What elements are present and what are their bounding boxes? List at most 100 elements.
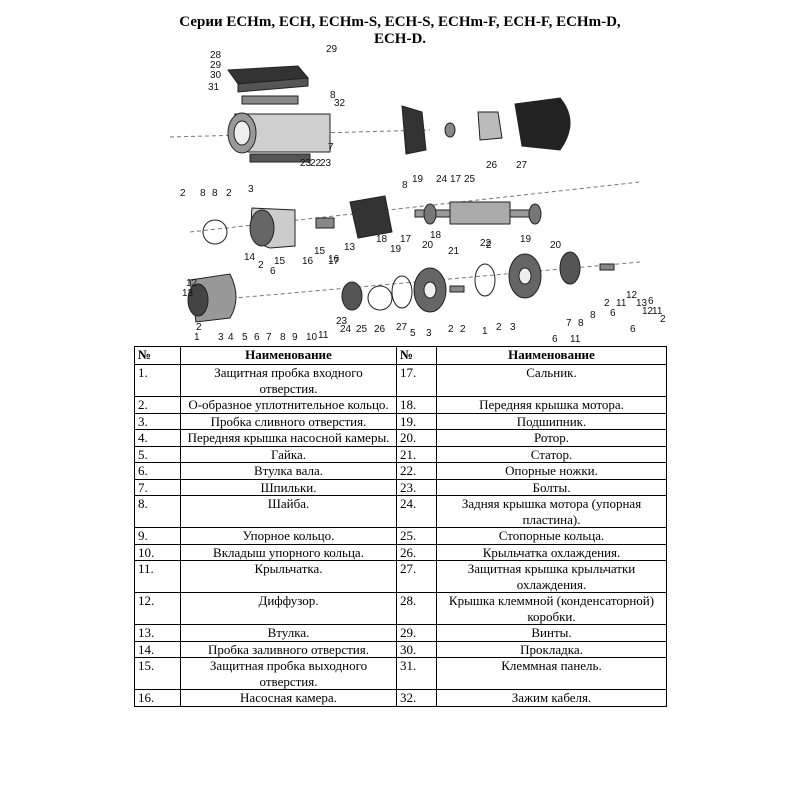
- callout-number: 29: [326, 44, 338, 55]
- part-number: 2.: [134, 396, 181, 414]
- callout-number: 3: [248, 184, 254, 195]
- callout-number: 3: [218, 332, 224, 343]
- callout-number: 17: [450, 174, 462, 185]
- table-row: 16.Насосная камера.32.Зажим кабеля.: [134, 689, 667, 707]
- callout-number: 23: [336, 316, 348, 327]
- callout-number: 6: [270, 266, 276, 277]
- callout-number: 13: [636, 298, 648, 309]
- callout-number: 2: [258, 260, 264, 271]
- callout-number: 10: [306, 332, 318, 343]
- callout-number: 16: [328, 254, 340, 265]
- part-number: 1.: [134, 364, 181, 397]
- part-number: 17.: [396, 364, 437, 397]
- callout-number: 14: [244, 252, 256, 263]
- table-row: 12.Диффузор.28.Крышка клеммной (конденса…: [134, 592, 667, 625]
- part-number: 29.: [396, 624, 437, 642]
- part-name: Ротор.: [436, 429, 667, 447]
- part-name: Защитная крышка крыльчатки охлаждения.: [436, 560, 667, 593]
- callout-number: 3: [426, 328, 432, 339]
- part-name: Статор.: [436, 445, 667, 463]
- table-row: 2.О-образное уплотнительное кольцо.18.Пе…: [134, 396, 667, 414]
- part-name: Пробка сливного отверстия.: [180, 412, 397, 430]
- part-number: 4.: [134, 429, 181, 447]
- part-name: Втулка.: [180, 624, 397, 642]
- callout-number: 8: [578, 318, 584, 329]
- part-name: Болты.: [436, 478, 667, 496]
- part-number: 8.: [134, 495, 181, 528]
- part-number: 27.: [396, 560, 437, 593]
- table-row: 15.Защитная пробка выходного отверстия.3…: [134, 657, 667, 690]
- part-number: 13.: [134, 624, 181, 642]
- callout-number: 2: [604, 298, 610, 309]
- callout-number: 17: [328, 256, 340, 267]
- table-row: 8.Шайба.24.Задняя крышка мотора (упорная…: [134, 495, 667, 528]
- part-name: Сальник.: [436, 364, 667, 397]
- part-name: Насосная камера.: [180, 689, 397, 707]
- part-name: Подшипник.: [436, 412, 667, 430]
- diagram-drawing: [169, 65, 641, 323]
- header-num-2: №: [396, 346, 437, 365]
- callout-number: 2: [196, 322, 202, 333]
- callout-number: 21: [448, 246, 460, 257]
- callout-number: 27: [396, 322, 408, 333]
- table-row: 6.Втулка вала.22.Опорные ножки.: [134, 462, 667, 480]
- callout-number: 2: [660, 314, 666, 325]
- part-name: Диффузор.: [180, 592, 397, 625]
- callout-number: 15: [274, 256, 286, 267]
- callout-number: 8: [212, 188, 218, 199]
- part-number: 6.: [134, 462, 181, 480]
- callout-number: 11: [318, 330, 329, 341]
- table-row: 9.Упорное кольцо.25.Стопорные кольца.: [134, 527, 667, 545]
- callout-number: 1: [194, 332, 200, 343]
- callout-number: 6: [254, 332, 260, 343]
- callout-number: 13: [182, 288, 194, 299]
- callout-number: 6: [630, 324, 636, 335]
- part-number: 12.: [134, 592, 181, 625]
- callout-number: 25: [464, 174, 476, 185]
- callout-number: 4: [228, 332, 234, 343]
- title-line-1: Серии ECHm, ECH, ECHm-S, ECH-S, ECHm-F, …: [179, 14, 621, 30]
- part-name: Пробка заливного отверстия.: [180, 640, 397, 658]
- callout-number: 19: [390, 244, 402, 255]
- callout-number: 7: [266, 332, 272, 343]
- part-number: 31.: [396, 657, 437, 690]
- table-row: 7.Шпильки.23.Болты.: [134, 478, 667, 496]
- part-number: 24.: [396, 495, 437, 528]
- header-num-1: №: [134, 346, 181, 365]
- callout-number: 9: [292, 332, 298, 343]
- part-number: 26.: [396, 543, 437, 561]
- callout-number: 20: [550, 240, 562, 251]
- callout-number: 11: [616, 298, 627, 309]
- part-name: О-образное уплотнительное кольцо.: [180, 396, 397, 414]
- callout-number: 12: [626, 290, 638, 301]
- callout-number: 27: [516, 160, 528, 171]
- table-row: 10.Вкладыш упорного кольца.26.Крыльчатка…: [134, 543, 667, 561]
- table-row: 13.Втулка.29.Винты.: [134, 624, 667, 642]
- part-name: Зажим кабеля.: [436, 689, 667, 707]
- callout-number: 30: [210, 70, 222, 81]
- callout-number: 11: [570, 334, 581, 344]
- callout-number: 8: [330, 90, 336, 101]
- callout-number: 29: [210, 60, 222, 71]
- part-name: Упорное кольцо.: [180, 527, 397, 545]
- part-number: 10.: [134, 543, 181, 561]
- table-row: 11.Крыльчатка.27.Защитная крышка крыльча…: [134, 560, 667, 593]
- part-name: Крыльчатка.: [180, 560, 397, 593]
- header-name-2: Наименование: [436, 346, 667, 365]
- callout-number: 32: [334, 98, 346, 109]
- part-name: Втулка вала.: [180, 462, 397, 480]
- document-title: Серии ECHm, ECH, ECHm-S, ECH-S, ECHm-F, …: [0, 14, 800, 48]
- callout-number: 31: [208, 82, 220, 93]
- callout-number: 25: [356, 324, 368, 335]
- callout-number: 5: [242, 332, 248, 343]
- callout-number: 13: [344, 242, 356, 253]
- callout-number: 11: [652, 306, 663, 317]
- callout-number: 19: [520, 234, 532, 245]
- part-number: 5.: [134, 445, 181, 463]
- callout-number: 18: [430, 230, 442, 241]
- callout-number: 7: [328, 142, 334, 153]
- callout-number: 12: [186, 278, 198, 289]
- callout-number: 2: [496, 322, 502, 333]
- part-number: 19.: [396, 412, 437, 430]
